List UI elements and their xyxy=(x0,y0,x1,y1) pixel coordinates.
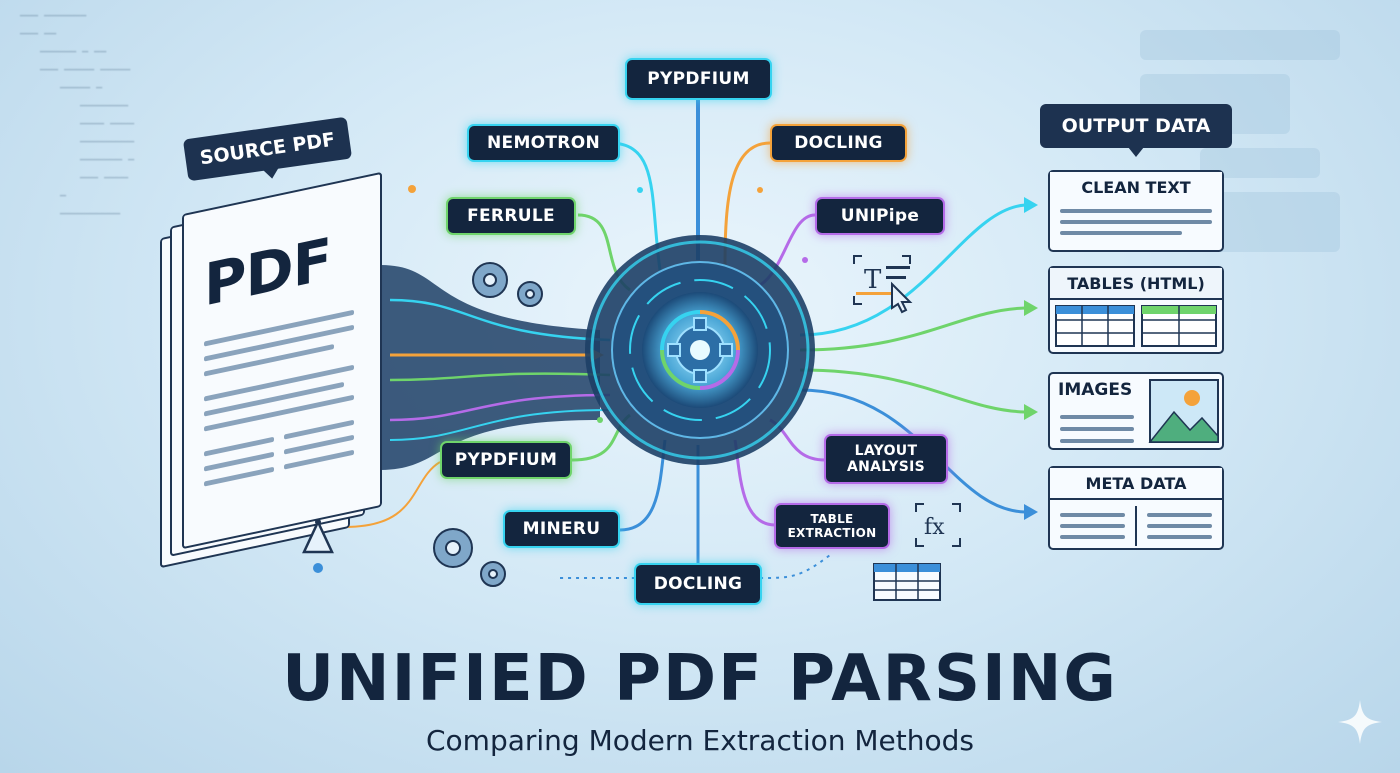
tool-docling-top: DOCLING xyxy=(770,124,907,162)
output-data-label: OUTPUT DATA xyxy=(1040,104,1232,157)
table-extraction-line1: TABLE xyxy=(810,512,854,526)
spreadsheet-icon xyxy=(873,563,941,601)
image-landscape-icon xyxy=(1148,379,1219,443)
tool-unipipe: UNIPipe xyxy=(815,197,945,235)
output-card-title: META DATA xyxy=(1050,468,1222,500)
page-title: UNIFIED PDF PARSING xyxy=(282,642,1118,716)
table-extraction-line2: EXTRACTION xyxy=(787,526,877,540)
layout-analysis-line1: LAYOUT xyxy=(854,443,918,459)
pdf-doc-text: PDF xyxy=(204,224,332,320)
layout-analysis-line2: ANALYSIS xyxy=(846,459,926,475)
svg-text:T: T xyxy=(864,265,882,295)
tool-nemotron: NEMOTRON xyxy=(467,124,620,162)
output-card-tables: TABLES (HTML) xyxy=(1048,266,1224,354)
svg-text:fx: fx xyxy=(924,515,945,540)
pdf-document-icon: PDF xyxy=(160,171,385,569)
output-card-clean-text: CLEAN TEXT xyxy=(1048,170,1224,252)
formula-fx-icon: fx xyxy=(915,503,961,547)
page-subtitle: Comparing Modern Extraction Methods xyxy=(426,724,974,757)
tool-pypdfium-top: PYPDFIUM xyxy=(625,58,772,100)
tool-ferrule: FERRULE xyxy=(446,197,576,235)
tool-pypdfium-bottom: PYPDFIUM xyxy=(440,441,572,479)
gears-icon-bottom xyxy=(433,528,506,587)
background-code-decoration: ━━━ ━━━━━━━━━━ ━━━━━━━━ ━ ━━ ━━━ ━━━━━ ━… xyxy=(20,11,135,220)
output-card-title: CLEAN TEXT xyxy=(1050,172,1222,202)
output-card-title: IMAGES xyxy=(1058,380,1133,400)
table-grid-icon xyxy=(1055,305,1217,347)
text-select-cursor-icon: T xyxy=(853,255,913,314)
pen-nib-icon xyxy=(302,519,334,554)
tool-mineru: MINERU xyxy=(503,510,620,548)
output-card-meta-data: META DATA xyxy=(1048,466,1224,550)
output-card-title: TABLES (HTML) xyxy=(1050,268,1222,300)
gears-icon xyxy=(472,262,543,307)
tool-layout-analysis: LAYOUT ANALYSIS xyxy=(824,434,948,484)
output-card-images: IMAGES xyxy=(1048,372,1224,450)
sparkle-icon xyxy=(1338,700,1382,744)
tool-table-extraction: TABLE EXTRACTION xyxy=(774,503,890,549)
tool-docling-bottom: DOCLING xyxy=(634,563,762,605)
